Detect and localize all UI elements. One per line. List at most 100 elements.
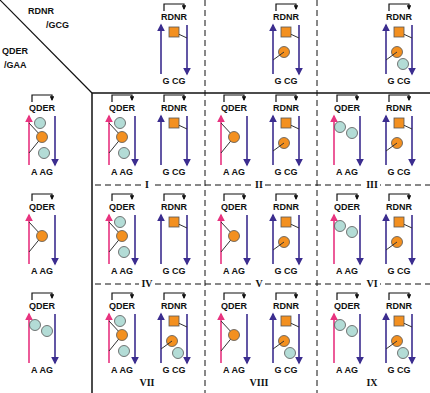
base-sequence: G CG xyxy=(150,76,198,86)
corner-label: /GAA xyxy=(4,60,27,70)
panel-numeral: VI xyxy=(364,279,379,289)
square-ligand xyxy=(169,316,179,326)
dashed-divider xyxy=(205,0,206,393)
loop-arrow xyxy=(112,194,132,201)
protein-label: RDNR xyxy=(262,301,310,311)
free-ligand xyxy=(335,122,346,133)
dna-strand xyxy=(186,25,188,74)
base-sequence: G CG xyxy=(375,76,423,86)
dna-strand xyxy=(298,25,300,74)
base-sequence: A AG xyxy=(323,266,371,276)
protein-label: QDER xyxy=(210,103,258,113)
dna-strand xyxy=(160,215,162,264)
free-ligand xyxy=(347,128,358,139)
base-sequence: A AG xyxy=(98,167,146,177)
free-ligand xyxy=(119,247,130,258)
bound-ligand xyxy=(229,132,240,143)
free-ligand xyxy=(35,118,46,129)
base-sequence: G CG xyxy=(150,167,198,177)
dna-strand xyxy=(134,215,136,264)
free-ligand xyxy=(115,118,126,129)
square-ligand xyxy=(281,316,291,326)
free-ligand xyxy=(119,148,130,159)
panel-numeral: II xyxy=(253,180,265,190)
free-ligand xyxy=(398,59,409,70)
loop-arrow xyxy=(276,4,296,11)
loop-arrow xyxy=(276,194,296,201)
square-ligand xyxy=(394,316,404,326)
dna-strand xyxy=(272,116,274,165)
dna-strand xyxy=(298,314,300,363)
loop-arrow xyxy=(32,95,52,102)
binding-line xyxy=(386,242,397,250)
protein-label: QDER xyxy=(18,202,66,212)
panel-numeral: VIII xyxy=(248,378,271,388)
dna-strand xyxy=(411,116,413,165)
bound-ligand xyxy=(229,231,240,242)
protein-label: QDER xyxy=(323,301,371,311)
dna-strand xyxy=(134,314,136,363)
protein-label: QDER xyxy=(323,202,371,212)
dna-strand xyxy=(186,314,188,363)
grid-line xyxy=(91,93,93,393)
square-ligand xyxy=(394,217,404,227)
free-ligand xyxy=(115,316,126,327)
dna-strand xyxy=(246,116,248,165)
protein-label: RDNR xyxy=(262,12,310,22)
dna-strand xyxy=(333,314,335,363)
dna-strand xyxy=(359,314,361,363)
dna-strand xyxy=(160,314,162,363)
free-ligand xyxy=(42,326,53,337)
dna-strand xyxy=(385,314,387,363)
dna-strand xyxy=(186,215,188,264)
base-sequence: G CG xyxy=(375,365,423,375)
free-ligand xyxy=(39,148,50,159)
square-ligand xyxy=(169,27,179,37)
dna-strand xyxy=(186,116,188,165)
panel-numeral: VII xyxy=(137,378,156,388)
base-sequence: G CG xyxy=(150,365,198,375)
panel-numeral: IV xyxy=(139,279,154,289)
loop-arrow xyxy=(389,293,409,300)
dna-strand xyxy=(411,25,413,74)
binding-line xyxy=(386,143,397,151)
square-ligand xyxy=(281,217,291,227)
dna-strand xyxy=(385,215,387,264)
base-sequence: A AG xyxy=(98,365,146,375)
protein-label: QDER xyxy=(98,202,146,212)
base-sequence: G CG xyxy=(375,266,423,276)
square-ligand xyxy=(281,118,291,128)
loop-arrow xyxy=(389,4,409,11)
square-ligand xyxy=(394,27,404,37)
base-sequence: G CG xyxy=(262,76,310,86)
bound-ligand xyxy=(37,231,48,242)
protein-label: RDNR xyxy=(375,301,423,311)
dna-strand xyxy=(359,215,361,264)
panel-numeral: IX xyxy=(364,378,379,388)
loop-arrow xyxy=(276,95,296,102)
dashed-divider xyxy=(317,0,318,393)
loop-arrow xyxy=(164,293,184,300)
protein-label: RDNR xyxy=(375,202,423,212)
bound-ligand xyxy=(37,132,48,143)
loop-arrow xyxy=(164,95,184,102)
square-ligand xyxy=(169,118,179,128)
protein-label: RDNR xyxy=(262,103,310,113)
protein-label: RDNR xyxy=(150,103,198,113)
base-sequence: G CG xyxy=(262,365,310,375)
panel-numeral: I xyxy=(143,180,151,190)
grid-line xyxy=(92,92,430,94)
free-ligand xyxy=(285,348,296,359)
protein-label: RDNR xyxy=(150,12,198,22)
base-sequence: G CG xyxy=(150,266,198,276)
protein-label: QDER xyxy=(18,103,66,113)
base-sequence: G CG xyxy=(375,167,423,177)
loop-arrow xyxy=(224,95,244,102)
base-sequence: A AG xyxy=(18,266,66,276)
dna-strand xyxy=(134,116,136,165)
dna-strand xyxy=(246,314,248,363)
corner-label: QDER xyxy=(2,46,28,56)
dna-strand xyxy=(54,116,56,165)
base-sequence: G CG xyxy=(262,266,310,276)
